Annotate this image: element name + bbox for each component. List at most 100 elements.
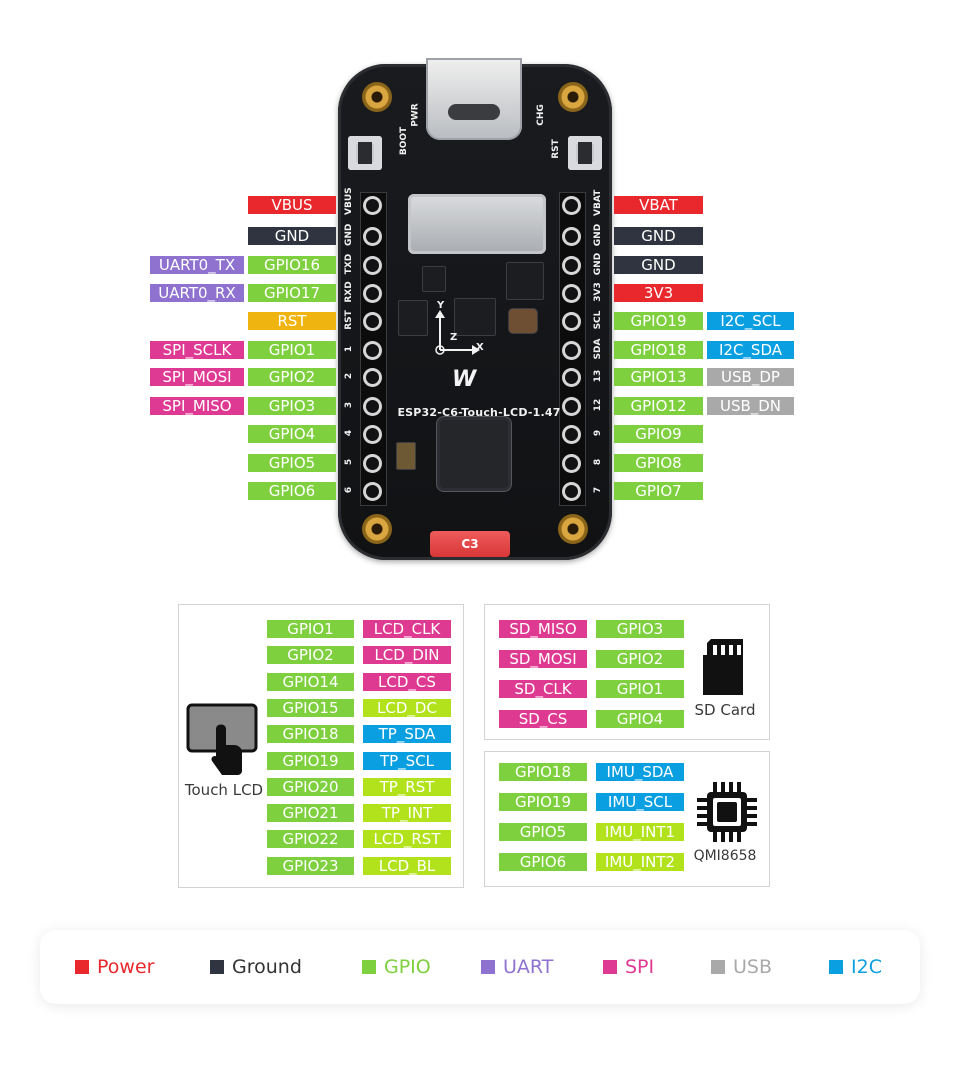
pin-label: GPIO3 bbox=[248, 397, 336, 415]
silk-left-pin: 3 bbox=[344, 401, 354, 409]
silk-chg: CHG bbox=[535, 104, 546, 126]
lcd-func-label: LCD_DIN bbox=[363, 646, 451, 665]
silk-left-pin: 2 bbox=[344, 372, 354, 380]
pin-pad-icon bbox=[366, 344, 379, 357]
axis-z-label: Z bbox=[450, 332, 458, 343]
legend-swatch-icon bbox=[362, 960, 376, 974]
pin-label: GND bbox=[614, 227, 703, 245]
silk-right-pin: 12 bbox=[593, 398, 603, 412]
lcd-gpio-label: GPIO23 bbox=[267, 856, 354, 875]
lcd-gpio-label: GPIO21 bbox=[267, 804, 354, 823]
imu-func-label: IMU_SDA bbox=[596, 763, 684, 781]
pin-label: VBUS bbox=[248, 196, 336, 214]
pin-alt-label: UART0_TX bbox=[150, 256, 244, 274]
pin-pad-icon bbox=[565, 344, 578, 357]
silk-left-pin: VBUS bbox=[344, 187, 354, 215]
pin-pad-icon bbox=[565, 371, 578, 384]
imu-gpio-label: GPIO6 bbox=[499, 853, 587, 871]
ic-chip bbox=[422, 266, 446, 292]
antenna-chip: C3 bbox=[430, 531, 510, 557]
pin-alt-label: USB_DP bbox=[707, 368, 794, 386]
pin-alt-label: UART0_RX bbox=[150, 284, 244, 302]
pin-label: GPIO6 bbox=[248, 482, 336, 500]
silk-left-pin: 1 bbox=[344, 345, 354, 353]
pin-label: GPIO2 bbox=[248, 368, 336, 386]
silk-rst: RST bbox=[550, 139, 561, 159]
lcd-func-label: LCD_DC bbox=[363, 698, 451, 717]
lcd-gpio-label: GPIO20 bbox=[267, 777, 354, 796]
legend-label: I2C bbox=[851, 956, 882, 978]
pin-label: GPIO17 bbox=[248, 284, 336, 302]
sd-func-label: SD_MISO bbox=[499, 620, 587, 638]
mounting-hole-icon bbox=[558, 514, 588, 544]
silk-right-pin: 3V3 bbox=[593, 282, 603, 302]
pin-pad-icon bbox=[565, 485, 578, 498]
pin-pad-icon bbox=[366, 259, 379, 272]
usb-c-port-icon bbox=[448, 104, 500, 120]
usb-c-connector bbox=[426, 58, 522, 140]
pin-label: GPIO5 bbox=[248, 454, 336, 472]
silk-left-pin: 4 bbox=[344, 429, 354, 437]
pin-label: GPIO7 bbox=[614, 482, 703, 500]
silk-left-pin: TXD bbox=[344, 253, 354, 275]
pin-pad-icon bbox=[565, 230, 578, 243]
pin-pad-icon bbox=[565, 259, 578, 272]
silk-right-pin: 9 bbox=[593, 429, 603, 437]
sd-func-label: SD_CS bbox=[499, 710, 587, 728]
pin-label: GPIO13 bbox=[614, 368, 703, 386]
legend-label: USB bbox=[733, 956, 773, 978]
silk-left-pin: RXD bbox=[344, 281, 354, 303]
silk-right-pin: 7 bbox=[593, 486, 603, 494]
legend-label: Ground bbox=[232, 956, 302, 978]
lcd-gpio-label: GPIO18 bbox=[267, 725, 354, 744]
silk-left-pin: GND bbox=[344, 223, 354, 246]
silk-left-pin: RST bbox=[344, 310, 354, 330]
legend-label: UART bbox=[503, 956, 554, 978]
lcd-func-label: TP_SCL bbox=[363, 751, 451, 770]
pin-label: 3V3 bbox=[614, 284, 703, 302]
crystal-icon bbox=[396, 442, 416, 470]
pin-pad-icon bbox=[366, 428, 379, 441]
axis-x-label: X bbox=[476, 342, 484, 353]
mounting-hole-icon bbox=[362, 82, 392, 112]
sd-gpio-label: GPIO1 bbox=[596, 680, 684, 698]
lcd-func-label: LCD_CS bbox=[363, 672, 451, 691]
silk-boot: BOOT bbox=[399, 126, 410, 156]
silk-pwr: PWR bbox=[410, 103, 421, 127]
lcd-gpio-label: GPIO1 bbox=[267, 620, 354, 638]
pin-pad-icon bbox=[366, 230, 379, 243]
lcd-func-label: LCD_RST bbox=[363, 830, 451, 849]
pin-label: RST bbox=[248, 312, 336, 330]
pin-alt-label: SPI_MOSI bbox=[150, 368, 244, 386]
mounting-hole-icon bbox=[558, 82, 588, 112]
cpu-chip-icon bbox=[697, 782, 757, 842]
pin-pad-icon bbox=[565, 400, 578, 413]
reset-button[interactable] bbox=[568, 136, 602, 170]
ic-chip bbox=[398, 300, 428, 336]
legend-label: Power bbox=[97, 956, 155, 978]
pin-pad-icon bbox=[366, 199, 379, 212]
pin-pad-icon bbox=[366, 400, 379, 413]
pin-alt-label: SPI_SCLK bbox=[150, 341, 244, 359]
lcd-func-label: TP_SDA bbox=[363, 725, 451, 744]
legend-label: GPIO bbox=[384, 956, 431, 978]
touch-lcd-icon bbox=[186, 703, 258, 775]
lcd-gpio-label: GPIO2 bbox=[267, 646, 354, 665]
pin-label: GPIO16 bbox=[248, 256, 336, 274]
legend-swatch-icon bbox=[603, 960, 617, 974]
boot-button[interactable] bbox=[348, 136, 382, 170]
pin-label: GPIO1 bbox=[248, 341, 336, 359]
silk-right-pin: SDA bbox=[593, 338, 603, 360]
lcd-gpio-label: GPIO19 bbox=[267, 751, 354, 770]
sd-card-caption: SD Card bbox=[694, 701, 756, 719]
sd-gpio-label: GPIO4 bbox=[596, 710, 684, 728]
imu-gpio-label: GPIO19 bbox=[499, 793, 587, 811]
pin-pad-icon bbox=[565, 315, 578, 328]
pin-pad-icon bbox=[366, 485, 379, 498]
pin-pad-icon bbox=[366, 457, 379, 470]
silk-right-pin: 13 bbox=[593, 369, 603, 383]
legend-swatch-icon bbox=[75, 960, 89, 974]
pin-label: GPIO18 bbox=[614, 341, 703, 359]
pin-pad-icon bbox=[565, 457, 578, 470]
